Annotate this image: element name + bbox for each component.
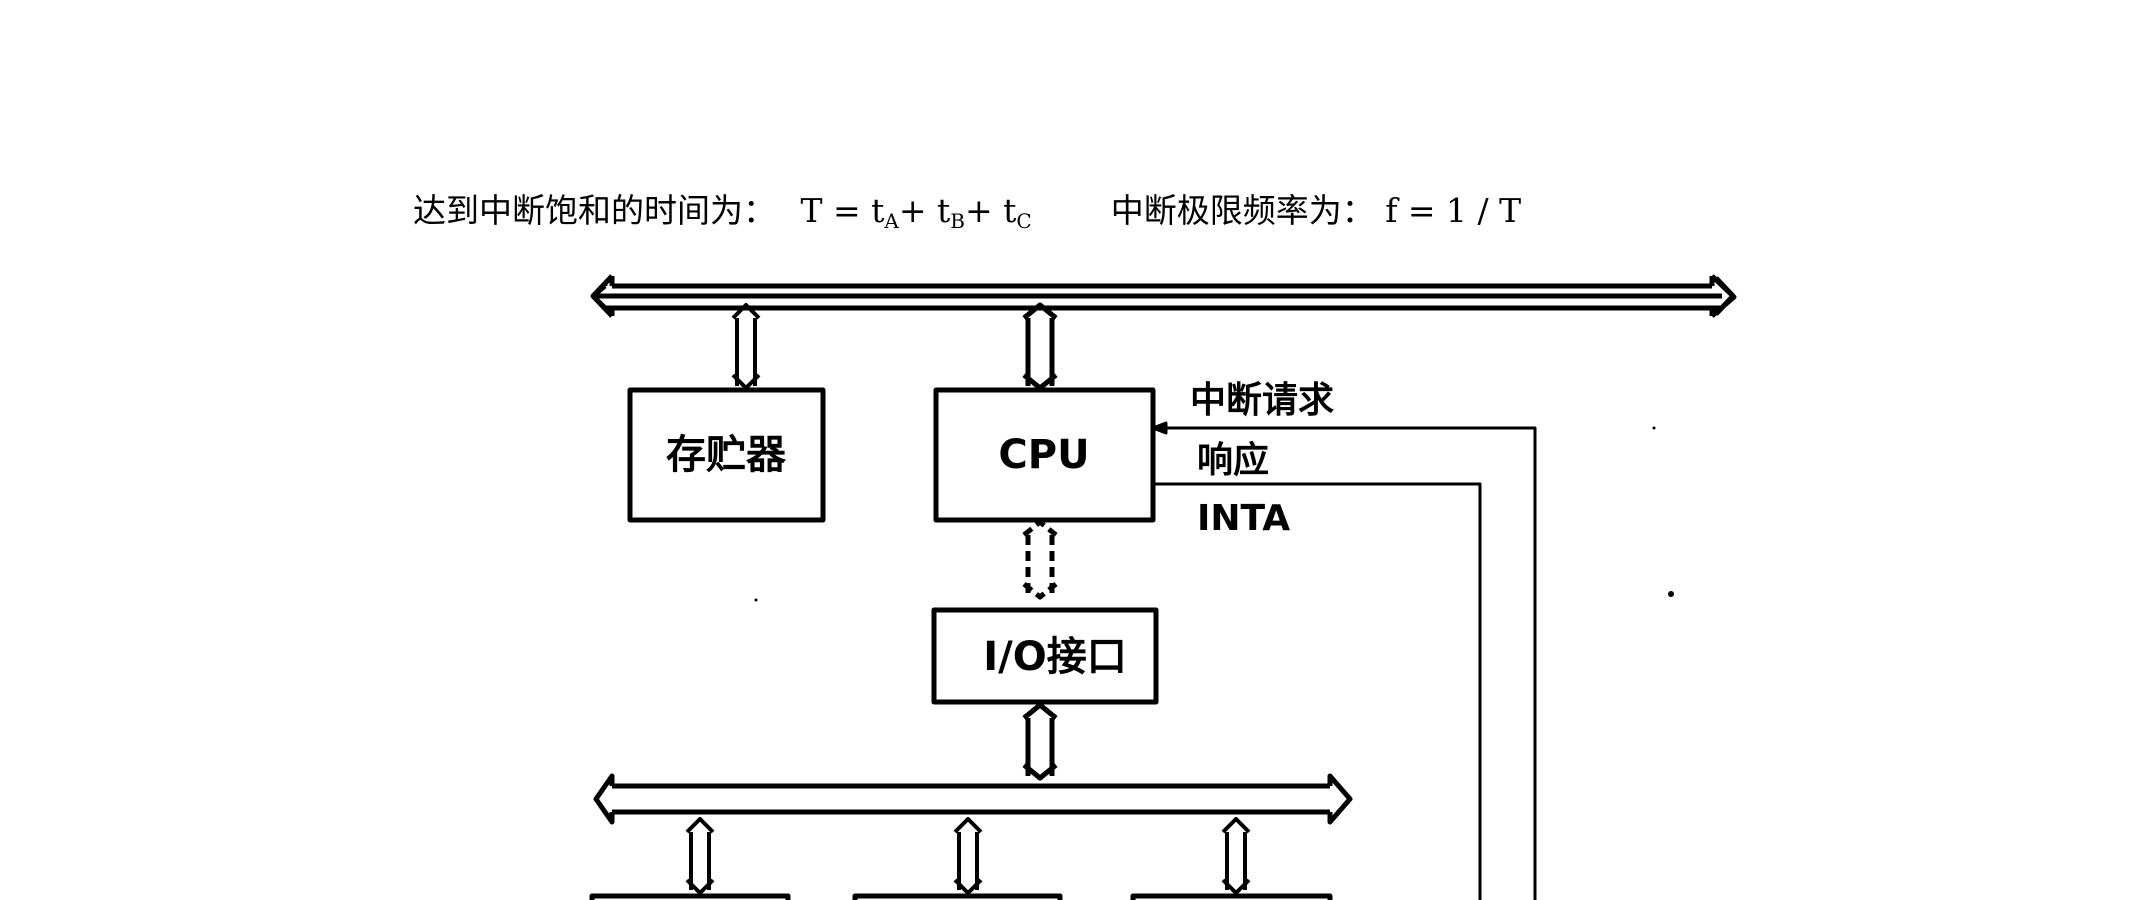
device-box-2-top bbox=[852, 893, 1063, 900]
cpu-bus-connector bbox=[1022, 302, 1058, 391]
lower-connector-1 bbox=[685, 817, 715, 895]
memory-label: 存贮器 bbox=[666, 432, 787, 478]
speck-3 bbox=[1652, 426, 1656, 430]
limit-frequency-formula: f = 1 / T bbox=[1385, 191, 1522, 230]
lower-connector-3 bbox=[1221, 817, 1251, 895]
io-interface-box bbox=[931, 607, 1159, 705]
memory-bus-connector bbox=[731, 303, 761, 390]
interrupt-request-label: 中断请求 bbox=[1190, 380, 1334, 421]
io-bus-connector bbox=[1022, 702, 1058, 781]
formula-line: 达到中断饱和的时间为： T = tA + tB + tC 中断极限频率为： f … bbox=[413, 186, 1521, 236]
formula-plus-2: + t bbox=[964, 191, 1017, 230]
cpu-label: CPU bbox=[998, 432, 1089, 478]
saturation-formula: T = tA + tB + tC bbox=[801, 186, 1032, 246]
response-inta-line bbox=[1153, 482, 1482, 900]
formula-plus-1: + t bbox=[898, 191, 951, 230]
cpu-box bbox=[933, 387, 1156, 523]
speck-1 bbox=[1668, 591, 1674, 597]
memory-box bbox=[627, 387, 826, 523]
top-system-bus bbox=[590, 274, 1737, 318]
formula-t-part: T = t bbox=[800, 191, 885, 230]
device-box-3-top bbox=[1130, 893, 1333, 900]
device-box-1-top bbox=[589, 893, 791, 900]
inta-label: INTA bbox=[1197, 498, 1290, 539]
lower-connector-2 bbox=[953, 817, 983, 895]
response-label: 响应 bbox=[1197, 440, 1269, 481]
lower-device-bus bbox=[593, 773, 1353, 825]
interrupt-request-arrowhead bbox=[1151, 421, 1168, 435]
speck-2 bbox=[754, 598, 758, 602]
cpu-io-connector bbox=[1022, 519, 1058, 600]
subscript-a: A bbox=[884, 209, 899, 233]
io-interface-label: I/O接口 bbox=[983, 634, 1127, 680]
interrupt-request-line bbox=[1153, 426, 1537, 900]
subscript-b: B bbox=[950, 209, 965, 233]
saturation-time-label: 达到中断饱和的时间为： bbox=[413, 191, 776, 230]
subscript-c: C bbox=[1016, 209, 1032, 233]
limit-frequency-label: 中断极限频率为： bbox=[1110, 191, 1375, 230]
